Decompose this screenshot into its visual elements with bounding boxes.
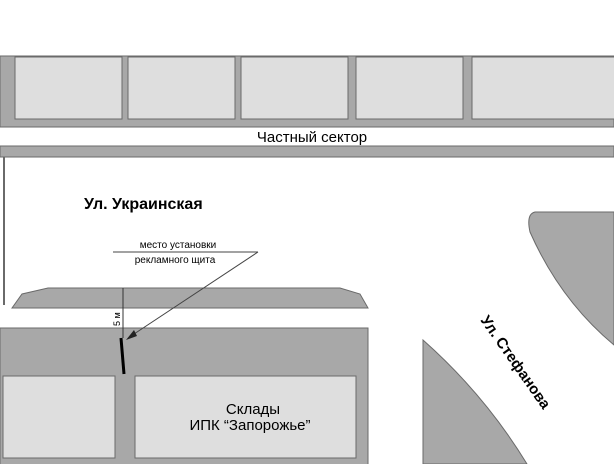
- house-3: [240, 56, 349, 120]
- street-ukrainskaya-label: Ул. Украинская: [84, 196, 203, 213]
- sidewalk-trapezoid: [11, 287, 369, 309]
- warehouse-building: [134, 375, 357, 459]
- arrow-head-icon: [126, 330, 137, 340]
- house-4: [355, 56, 464, 120]
- building-left: [2, 375, 116, 459]
- billboard-label-line1: место установки: [140, 240, 217, 251]
- distance-label: 5 м: [112, 312, 122, 326]
- house-1: [14, 56, 123, 120]
- block-upper-right: [528, 211, 614, 346]
- billboard-arrow: [130, 251, 259, 337]
- street-stefanova-label: Ул. Стефанова: [477, 313, 554, 413]
- billboard-label-line2: рекламного щита: [135, 255, 216, 266]
- sidewalk-strip: [0, 145, 614, 158]
- warehouse-label-line1: Склады: [226, 401, 280, 418]
- house-5: [471, 56, 614, 120]
- private-sector-label: Частный сектор: [257, 129, 367, 146]
- warehouse-label-line2: ИПК “Запорожье”: [189, 417, 310, 434]
- billboard-marker: [119, 337, 126, 375]
- house-2: [127, 56, 236, 120]
